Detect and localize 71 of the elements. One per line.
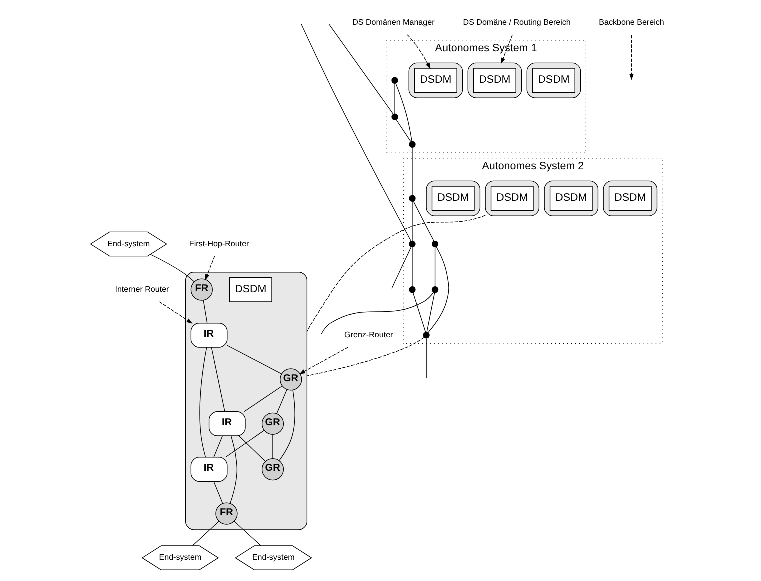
connector [396,120,412,142]
arrow [501,34,513,64]
node-box: DSDM [474,68,516,93]
arrow [630,34,634,80]
node-circle [432,286,439,294]
connector [412,148,413,196]
connector [412,201,413,242]
connector [412,246,413,288]
connector [328,24,394,115]
node-circle: GR [262,458,284,481]
node-circle [392,114,398,120]
connector [396,83,412,142]
node-circle [432,240,439,248]
connector [434,246,436,288]
node-circle: GR [262,412,284,435]
node-box: DSDM [608,186,652,212]
node-circle [392,77,398,84]
connector [272,434,274,459]
node-circle: FR [216,502,238,525]
cluster [603,180,658,216]
connector [306,337,425,376]
connector [394,83,396,114]
cluster [526,62,582,98]
node-box: DSDM [432,186,475,212]
node-box: DSDM [414,68,458,93]
node-circle [409,195,416,202]
connector [426,338,427,379]
connector [244,386,283,412]
node-box: IR [208,412,246,436]
connector [306,215,486,332]
connector [428,246,450,334]
connector [426,292,436,333]
node-circle: GR [280,368,302,391]
node-box: DSDM [532,68,576,93]
connector [412,292,426,333]
cluster [544,180,599,216]
connector [203,300,208,324]
connector [301,24,412,242]
connector [227,345,282,374]
connector [239,436,266,462]
node-box: DSDM [550,186,593,212]
connector [234,521,262,546]
arrow [299,347,348,374]
connector [192,521,220,546]
cluster [426,180,481,216]
connector [214,481,224,504]
connector [226,430,265,458]
connector [214,436,223,458]
connector [150,254,195,282]
connector [279,390,296,462]
node-box: DSDM [229,277,272,302]
connector [392,246,412,289]
node-circle [409,240,416,248]
node-circle [409,286,416,294]
connector [230,436,238,504]
connector [413,201,434,242]
arrow [407,34,431,70]
node-box: DSDM [490,186,534,212]
connector [200,347,208,458]
connector [211,347,226,412]
node-box: IR [190,457,228,482]
arrow [205,256,216,280]
node-box: IR [190,323,228,348]
cluster [485,180,540,216]
connector [276,390,288,414]
node-circle: FR [190,278,213,301]
node-circle [409,141,416,148]
cluster [468,62,522,98]
connector [321,292,434,335]
arrow [159,302,193,324]
node-circle [423,332,430,339]
